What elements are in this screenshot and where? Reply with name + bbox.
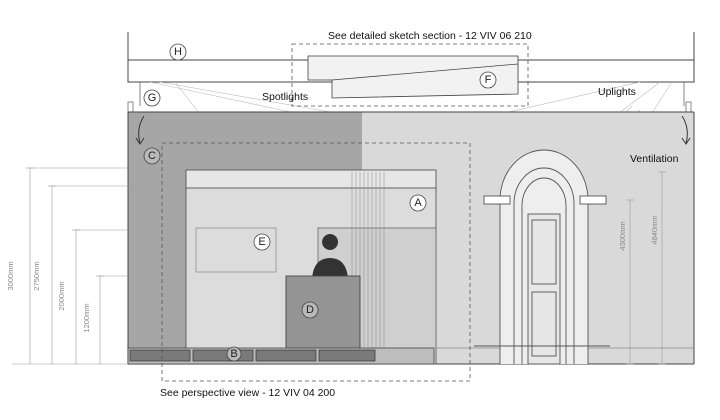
- ventilation-label: Ventilation: [630, 153, 679, 165]
- marker-a: A: [409, 194, 427, 212]
- marker-h: H: [169, 43, 187, 61]
- dimension-lines-left: [12, 167, 186, 365]
- callout-outlines: [161, 43, 529, 382]
- marker-g-letter: G: [148, 92, 157, 104]
- uplights-label: Uplights: [598, 86, 636, 98]
- marker-c: C: [143, 147, 161, 165]
- marker-e-letter: E: [258, 236, 265, 248]
- marker-a-letter: A: [414, 197, 422, 209]
- marker-b: B: [226, 346, 242, 362]
- marker-d: D: [301, 301, 319, 319]
- marker-h-letter: H: [174, 46, 182, 58]
- marker-f: F: [479, 71, 497, 89]
- marker-b-letter: B: [230, 348, 237, 360]
- dimension-2750: 2750mm: [32, 261, 41, 290]
- floor-grilles: [127, 347, 435, 365]
- person-silhouette: [312, 234, 348, 278]
- spotlights-label: Spotlights: [262, 91, 308, 103]
- marker-f-letter: F: [485, 74, 492, 86]
- marker-g: G: [143, 89, 161, 107]
- dimension-4840: 4840mm: [650, 215, 659, 244]
- dimension-3000: 3000mm: [6, 261, 15, 290]
- reception-counter: [285, 275, 361, 351]
- perspective-view-note: See perspective view - 12 VIV 04 200: [160, 387, 335, 399]
- marker-e: E: [253, 233, 271, 251]
- ventilation-arrows: [135, 115, 691, 145]
- booth: [185, 169, 437, 365]
- dimension-2000: 2000mm: [57, 281, 66, 310]
- marker-c-letter: C: [148, 150, 156, 162]
- arched-doorway: [474, 149, 610, 365]
- sketch-section-note: See detailed sketch section - 12 VIV 06 …: [328, 30, 532, 42]
- marker-d-letter: D: [306, 304, 314, 316]
- dimension-1200: 1200mm: [82, 303, 91, 332]
- dimension-4300: 4300mm: [618, 221, 627, 250]
- dimension-lines-right: [626, 171, 666, 365]
